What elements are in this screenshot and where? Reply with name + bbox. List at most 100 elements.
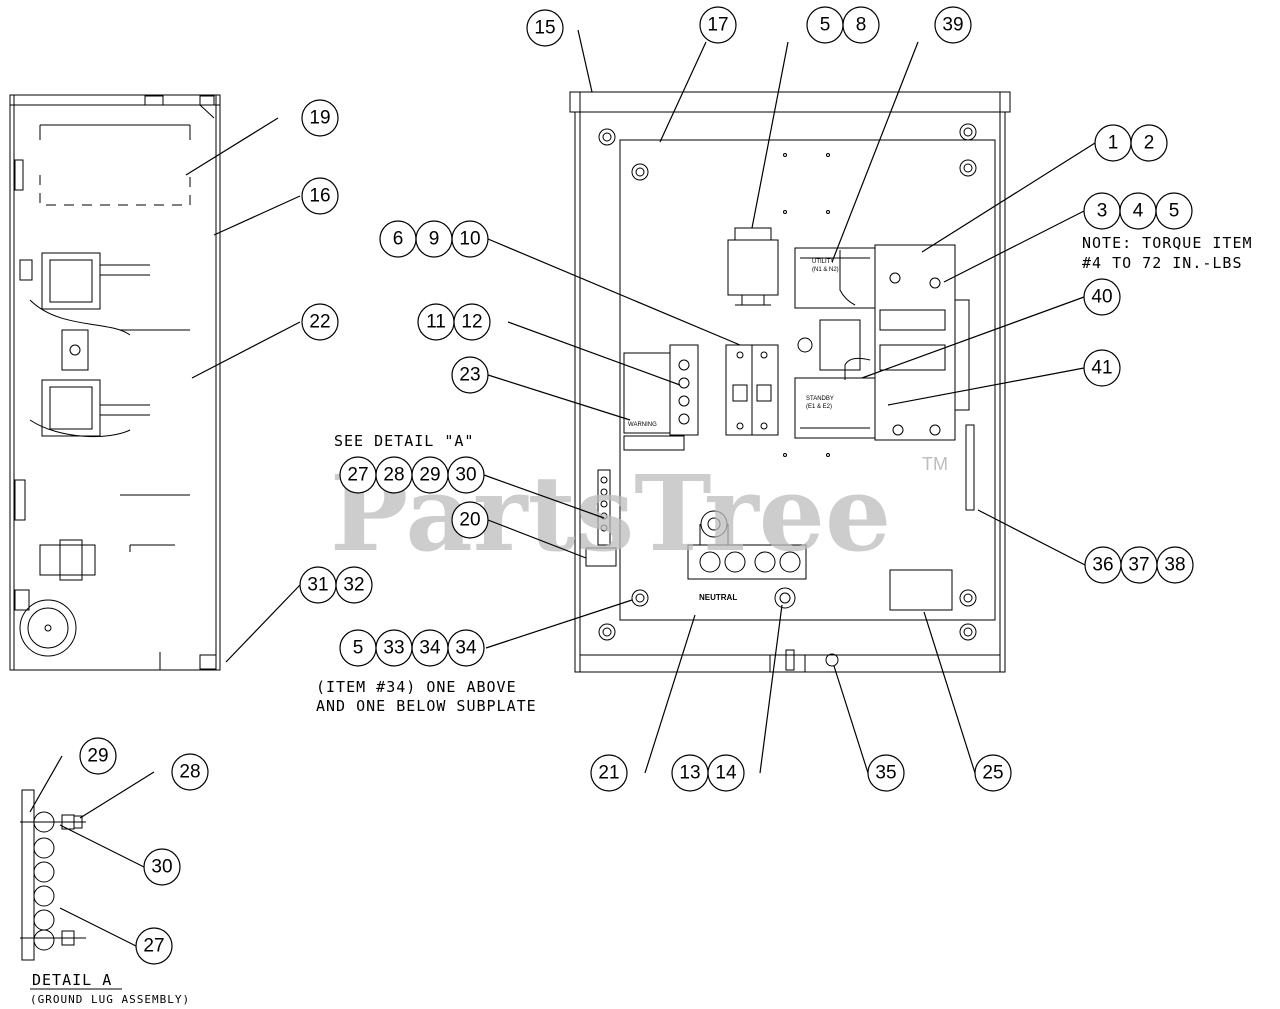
svg-text:33: 33 [383,638,404,659]
callout-21: 21 [590,754,628,792]
callout-16: 16 [301,177,339,215]
svg-text:3: 3 [1097,201,1108,222]
callout-15: 15 [526,9,564,47]
callout-19: 19 [301,99,339,137]
callout-34b: 34 [447,629,485,667]
svg-text:20: 20 [459,510,480,531]
leader-lines [29,29,1096,947]
callout-3: 3 [1083,192,1121,230]
callout-2: 2 [1130,124,1168,162]
callout-37: 37 [1120,546,1158,584]
callout-28: 28 [375,456,413,494]
svg-text:34: 34 [419,638,441,659]
svg-text:31: 31 [307,575,328,596]
svg-text:10: 10 [459,229,480,250]
svg-text:41: 41 [1091,358,1112,379]
svg-text:29: 29 [87,746,108,767]
callout-27b: 27 [135,927,173,965]
callout-34: 34 [411,629,449,667]
svg-text:11: 11 [426,312,446,333]
svg-text:12: 12 [461,312,482,333]
callout-20: 20 [451,501,489,539]
callout-30b: 30 [143,848,181,886]
svg-text:15: 15 [534,18,555,39]
svg-text:14: 14 [715,763,737,784]
svg-text:23: 23 [459,365,480,386]
neutral-label: NEUTRAL [699,593,737,602]
svg-text:17: 17 [707,15,728,36]
utility-sub-label: (N1 & N2) [812,267,839,273]
callout-14: 14 [707,754,745,792]
utility-label: UTILITY [812,259,834,265]
callout-33: 33 [375,629,413,667]
callout-23: 23 [451,356,489,394]
callout-9: 9 [415,220,453,258]
callout-13: 13 [671,754,709,792]
standby-sub-label: (E1 & E2) [806,404,832,410]
callout-32: 32 [335,566,373,604]
callout-41: 41 [1083,349,1121,387]
svg-text:5: 5 [1169,201,1180,222]
detail-a-view [20,789,86,961]
callout-38: 38 [1156,546,1194,584]
svg-text:32: 32 [343,575,364,596]
callout-35: 35 [867,754,905,792]
svg-text:40: 40 [1091,287,1112,308]
svg-text:16: 16 [309,186,330,207]
callout-25: 25 [974,754,1012,792]
callout-5b: 5 [1155,192,1193,230]
svg-text:30: 30 [151,857,172,878]
callout-5: 5 [806,6,844,44]
callout-11: 11 [417,303,455,341]
svg-text:36: 36 [1092,555,1113,576]
callout-27: 27 [339,456,377,494]
svg-text:4: 4 [1133,201,1144,222]
callout-4: 4 [1119,192,1157,230]
svg-text:13: 13 [679,763,700,784]
svg-text:5: 5 [353,638,364,659]
svg-text:6: 6 [393,229,404,250]
callout-30: 30 [447,456,485,494]
svg-text:25: 25 [982,763,1003,784]
callout-29b: 29 [79,737,117,775]
svg-text:28: 28 [179,762,200,783]
callout-29: 29 [411,456,449,494]
svg-text:39: 39 [942,15,963,36]
svg-text:35: 35 [875,763,896,784]
callouts: 15 17 5 8 39 19 16 22 31 32 1 2 3 4 5 40… [79,6,1194,965]
svg-text:30: 30 [455,465,476,486]
callout-31: 31 [299,566,337,604]
callout-28b: 28 [171,753,209,791]
callout-6: 6 [379,220,417,258]
callout-40: 40 [1083,278,1121,316]
callout-17: 17 [699,6,737,44]
svg-text:19: 19 [309,108,330,129]
see-detail-note: SEE DETAIL "A" [334,432,474,450]
svg-text:27: 27 [347,465,368,486]
callout-5c: 5 [339,629,377,667]
detail-a-title: DETAIL A [32,971,112,989]
svg-text:27: 27 [143,936,164,957]
callout-36: 36 [1084,546,1122,584]
callout-39: 39 [934,6,972,44]
callout-8: 8 [842,6,880,44]
svg-text:34: 34 [455,638,477,659]
svg-text:29: 29 [419,465,440,486]
svg-text:38: 38 [1164,555,1185,576]
callout-22: 22 [301,303,339,341]
svg-text:5: 5 [820,15,831,36]
callout-12: 12 [453,303,491,341]
torque-note-line2: #4 TO 72 IN.-LBS [1082,254,1243,272]
callout-10: 10 [451,220,489,258]
item34-note-line2: AND ONE BELOW SUBPLATE [316,697,537,715]
svg-text:1: 1 [1108,133,1119,154]
svg-text:28: 28 [383,465,404,486]
svg-text:22: 22 [309,312,330,333]
svg-text:8: 8 [856,15,867,36]
warning-label: WARNING [628,422,657,428]
svg-text:2: 2 [1144,133,1155,154]
standby-label: STANDBY [806,396,834,402]
svg-text:37: 37 [1128,555,1149,576]
torque-note-line1: NOTE: TORQUE ITEM [1082,234,1253,252]
